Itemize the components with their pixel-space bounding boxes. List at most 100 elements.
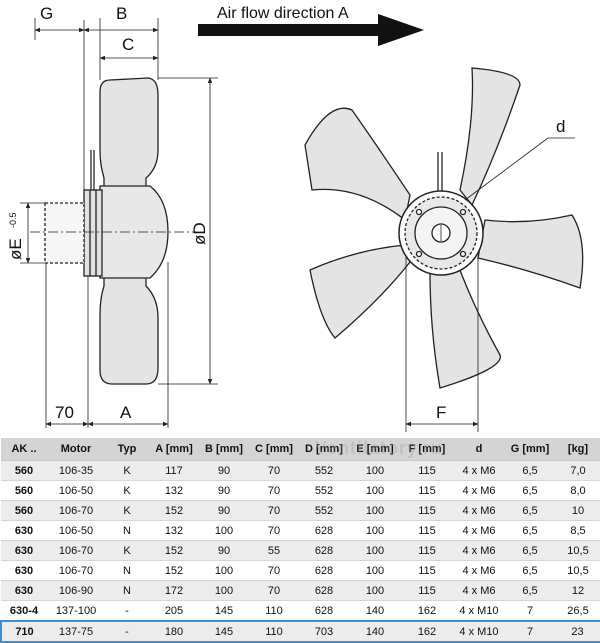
cell-c: 70 bbox=[249, 480, 299, 501]
cell-g: 7 bbox=[505, 620, 555, 643]
cell-g: 6,5 bbox=[505, 500, 555, 521]
cell-g: 6,5 bbox=[505, 580, 555, 601]
header-a: A [mm] bbox=[149, 438, 199, 461]
cell-f: 115 bbox=[401, 560, 453, 581]
airflow-arrow bbox=[198, 14, 424, 46]
front-dimensions bbox=[405, 137, 575, 432]
bolt-hole-4 bbox=[459, 250, 467, 258]
header-weight: [kg] bbox=[555, 438, 600, 461]
cell-c: 70 bbox=[249, 500, 299, 521]
cell-c: 110 bbox=[249, 620, 299, 643]
blade-2 bbox=[459, 67, 521, 207]
blade-5 bbox=[309, 244, 411, 339]
cell-ak: 630 bbox=[1, 540, 47, 561]
cell-ak: 560 bbox=[1, 480, 47, 501]
front-view bbox=[304, 67, 584, 389]
cell-a: 152 bbox=[149, 560, 199, 581]
cell-b: 145 bbox=[199, 620, 249, 643]
cell-f: 162 bbox=[401, 620, 453, 643]
side-dimensions bbox=[20, 18, 218, 428]
cell-motor: 106-90 bbox=[47, 580, 105, 601]
cell-bolt: 4 x M6 bbox=[453, 580, 505, 601]
dim-label-g: G bbox=[40, 4, 53, 23]
cell-motor: 137-100 bbox=[47, 600, 105, 622]
cell-a: 132 bbox=[149, 480, 199, 501]
cell-weight: 8,0 bbox=[555, 480, 600, 501]
cell-a: 117 bbox=[149, 460, 199, 481]
cell-bolt: 4 x M6 bbox=[453, 480, 505, 501]
cell-bolt: 4 x M10 bbox=[453, 600, 505, 622]
cell-e: 140 bbox=[349, 600, 401, 622]
cell-d: 552 bbox=[299, 460, 349, 481]
cell-c: 70 bbox=[249, 560, 299, 581]
cell-typ: K bbox=[105, 500, 149, 521]
cell-weight: 10,5 bbox=[555, 540, 600, 561]
cell-typ: K bbox=[105, 460, 149, 481]
cell-d: 628 bbox=[299, 580, 349, 601]
cell-bolt: 4 x M6 bbox=[453, 540, 505, 561]
cell-bolt: 4 x M10 bbox=[453, 620, 505, 643]
dim-label-70: 70 bbox=[55, 403, 74, 422]
cell-e: 100 bbox=[349, 580, 401, 601]
cell-ak: 630 bbox=[1, 580, 47, 601]
cell-bolt: 4 x M6 bbox=[453, 520, 505, 541]
cell-bolt: 4 x M6 bbox=[453, 560, 505, 581]
cell-f: 115 bbox=[401, 540, 453, 561]
cell-e: 100 bbox=[349, 540, 401, 561]
cell-a: 152 bbox=[149, 500, 199, 521]
cell-weight: 12 bbox=[555, 580, 600, 601]
cell-e: 100 bbox=[349, 500, 401, 521]
cell-g: 7 bbox=[505, 600, 555, 622]
cell-c: 70 bbox=[249, 580, 299, 601]
header-bolt: d bbox=[453, 438, 505, 461]
cell-motor: 106-35 bbox=[47, 460, 105, 481]
cell-f: 115 bbox=[401, 480, 453, 501]
cell-b: 90 bbox=[199, 480, 249, 501]
dim-label-c: C bbox=[122, 35, 134, 54]
cell-weight: 26,5 bbox=[555, 600, 600, 622]
cell-ak: 560 bbox=[1, 500, 47, 521]
cell-ak: 630 bbox=[1, 560, 47, 581]
header-ak: AK .. bbox=[1, 438, 47, 461]
cell-typ: K bbox=[105, 540, 149, 561]
cell-e: 140 bbox=[349, 620, 401, 643]
cell-g: 6,5 bbox=[505, 480, 555, 501]
motor-stub bbox=[44, 202, 85, 264]
cell-g: 6,5 bbox=[505, 540, 555, 561]
header-f: F [mm] bbox=[401, 438, 453, 461]
cell-b: 90 bbox=[199, 500, 249, 521]
fan-technical-drawing: G B C øD øE -0.5 70 A Air flow direction… bbox=[6, 4, 584, 432]
cell-a: 172 bbox=[149, 580, 199, 601]
cell-weight: 8,5 bbox=[555, 520, 600, 541]
cell-weight: 10,5 bbox=[555, 560, 600, 581]
header-motor: Motor bbox=[47, 438, 105, 461]
cell-d: 628 bbox=[299, 540, 349, 561]
cell-b: 100 bbox=[199, 560, 249, 581]
table-header-row: AK .. Motor Typ A [mm] B [mm] C [mm] D [… bbox=[1, 438, 600, 461]
cell-b: 90 bbox=[199, 460, 249, 481]
upper-blade-profile bbox=[99, 77, 159, 189]
cell-ak: 710 bbox=[0, 620, 47, 643]
cell-bolt: 4 x M6 bbox=[453, 460, 505, 481]
dim-label-f: F bbox=[436, 403, 446, 422]
cell-c: 70 bbox=[249, 520, 299, 541]
cell-a: 180 bbox=[149, 620, 199, 643]
dim-label-e-tolerance: -0.5 bbox=[8, 212, 18, 228]
header-d: D [mm] bbox=[299, 438, 349, 461]
dim-label-d-bolt: d bbox=[556, 117, 565, 136]
cell-ak: 630 bbox=[1, 520, 47, 541]
bolt-hole-2 bbox=[459, 208, 467, 216]
cell-typ: - bbox=[105, 600, 149, 622]
cell-c: 55 bbox=[249, 540, 299, 561]
cell-b: 100 bbox=[199, 580, 249, 601]
blade-1 bbox=[304, 107, 411, 222]
blade-3 bbox=[477, 214, 584, 289]
cell-motor: 106-50 bbox=[47, 480, 105, 501]
